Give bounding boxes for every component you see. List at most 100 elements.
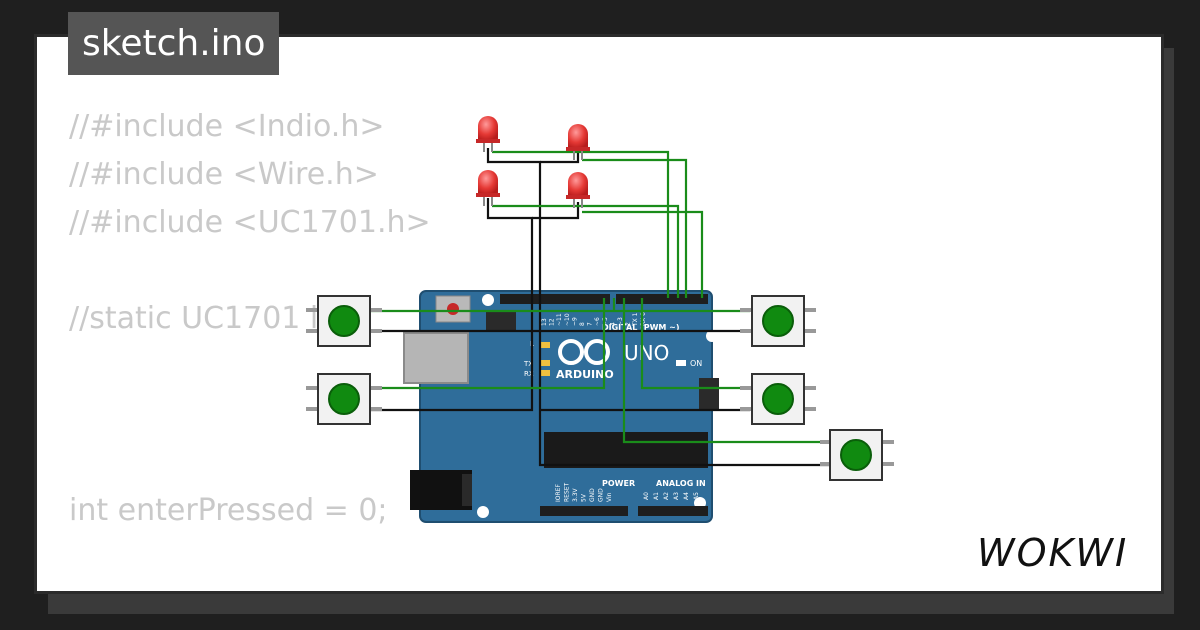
button-cap[interactable] (762, 383, 794, 415)
atmega-chip (544, 432, 708, 468)
button-pin (370, 329, 382, 333)
analog-label: ANALOG IN (656, 479, 706, 488)
pin-label: A3 (673, 492, 680, 500)
arduino-logo-text: ARDUINO (556, 368, 614, 381)
button-pin (306, 386, 318, 390)
button-cap[interactable] (840, 439, 872, 471)
pin-label: ~10 (564, 313, 571, 326)
wire-green (582, 158, 688, 298)
pin-label: 5V (581, 493, 588, 502)
code-line: int enterPressed = 0; (69, 493, 388, 528)
tx-led (540, 360, 550, 366)
pin-label: 4 (609, 322, 616, 326)
wire-black (540, 152, 580, 164)
pin-label: 13 (541, 318, 548, 326)
wire-black (532, 202, 580, 220)
wire-green (370, 298, 606, 390)
led[interactable] (476, 170, 500, 206)
code-preview: //#include <Indio.h> //#include <Wire.h>… (69, 103, 1004, 591)
usb-port (403, 332, 469, 384)
led-rim (566, 195, 590, 199)
pin-label: 7 (587, 322, 594, 326)
mount-hole (477, 506, 489, 518)
button-pin (740, 407, 752, 411)
digital-header-left (500, 294, 610, 304)
push-button[interactable] (740, 373, 816, 425)
pin-label: ~6 (594, 317, 601, 326)
push-button[interactable] (306, 373, 382, 425)
power-header (540, 506, 628, 516)
wire-green (582, 210, 704, 298)
button-pin (820, 440, 832, 444)
pin-label: RX 0 (640, 312, 647, 326)
pin-label: Vin (606, 492, 613, 502)
button-pin (804, 329, 816, 333)
arduino-board[interactable]: ARDUINO UNO ON DIGITAL (PWM ~) POWER ANA… (403, 290, 719, 523)
digital-label: DIGITAL (PWM ~) (602, 323, 680, 332)
pin-label: 3.3V (572, 487, 579, 502)
wire-green (640, 298, 750, 390)
pin-label: ~5 (602, 317, 609, 326)
code-line: //#include <UC1701.h> (69, 205, 431, 240)
button-cap[interactable] (328, 305, 360, 337)
button-pin (740, 386, 752, 390)
button-pin (370, 308, 382, 312)
wire-green (492, 150, 670, 298)
pin-label: A4 (683, 492, 690, 500)
push-button[interactable] (306, 295, 382, 347)
led-rim (566, 147, 590, 151)
led-red-icon (568, 124, 588, 148)
button-pin (804, 386, 816, 390)
analog-header (638, 506, 708, 516)
button-pin (882, 440, 894, 444)
push-button[interactable] (740, 295, 816, 347)
on-led (676, 360, 686, 366)
power-label: POWER (602, 479, 635, 488)
button-pin (804, 407, 816, 411)
pin-label: RESET (564, 482, 571, 502)
pin-label: A2 (663, 492, 670, 500)
button-cap[interactable] (762, 305, 794, 337)
button-pin (820, 462, 832, 466)
mount-hole (706, 330, 718, 342)
sketch-tab[interactable]: sketch.ino (68, 12, 280, 75)
button-pin (306, 329, 318, 333)
on-label: ON (690, 359, 702, 368)
led-red-icon (478, 170, 498, 194)
led-red-icon (478, 116, 498, 140)
button-cap[interactable] (328, 383, 360, 415)
led[interactable] (566, 124, 590, 160)
wire-green (492, 204, 680, 298)
code-line: //#include <Wire.h> (69, 157, 379, 192)
led-rim (476, 193, 500, 197)
reset-button-cap (447, 303, 459, 315)
mount-hole (482, 294, 494, 306)
led[interactable] (566, 172, 590, 208)
power-jack (410, 470, 472, 510)
button-pin (370, 386, 382, 390)
wokwi-logo: WOKWI (977, 531, 1126, 575)
button-pin (306, 308, 318, 312)
pin-label: A0 (643, 492, 650, 500)
push-button[interactable] (820, 429, 894, 481)
icsp-header (486, 312, 516, 330)
button-pin (740, 308, 752, 312)
board-model: UNO (624, 341, 669, 365)
pin-label: A1 (653, 492, 660, 500)
led-red-icon (568, 172, 588, 196)
pin-label: ~3 (617, 317, 624, 326)
pin-label: 12 (549, 318, 556, 326)
button-pin (882, 462, 894, 466)
wires (370, 148, 832, 467)
tx-label: TX (523, 360, 533, 368)
pin-label: A5 (693, 492, 700, 500)
pin-label: GND (598, 488, 605, 502)
pin-label: 8 (579, 322, 586, 326)
button-pin (804, 308, 816, 312)
pin-label: GND (589, 488, 596, 502)
button-pin (306, 407, 318, 411)
led[interactable] (476, 116, 500, 152)
